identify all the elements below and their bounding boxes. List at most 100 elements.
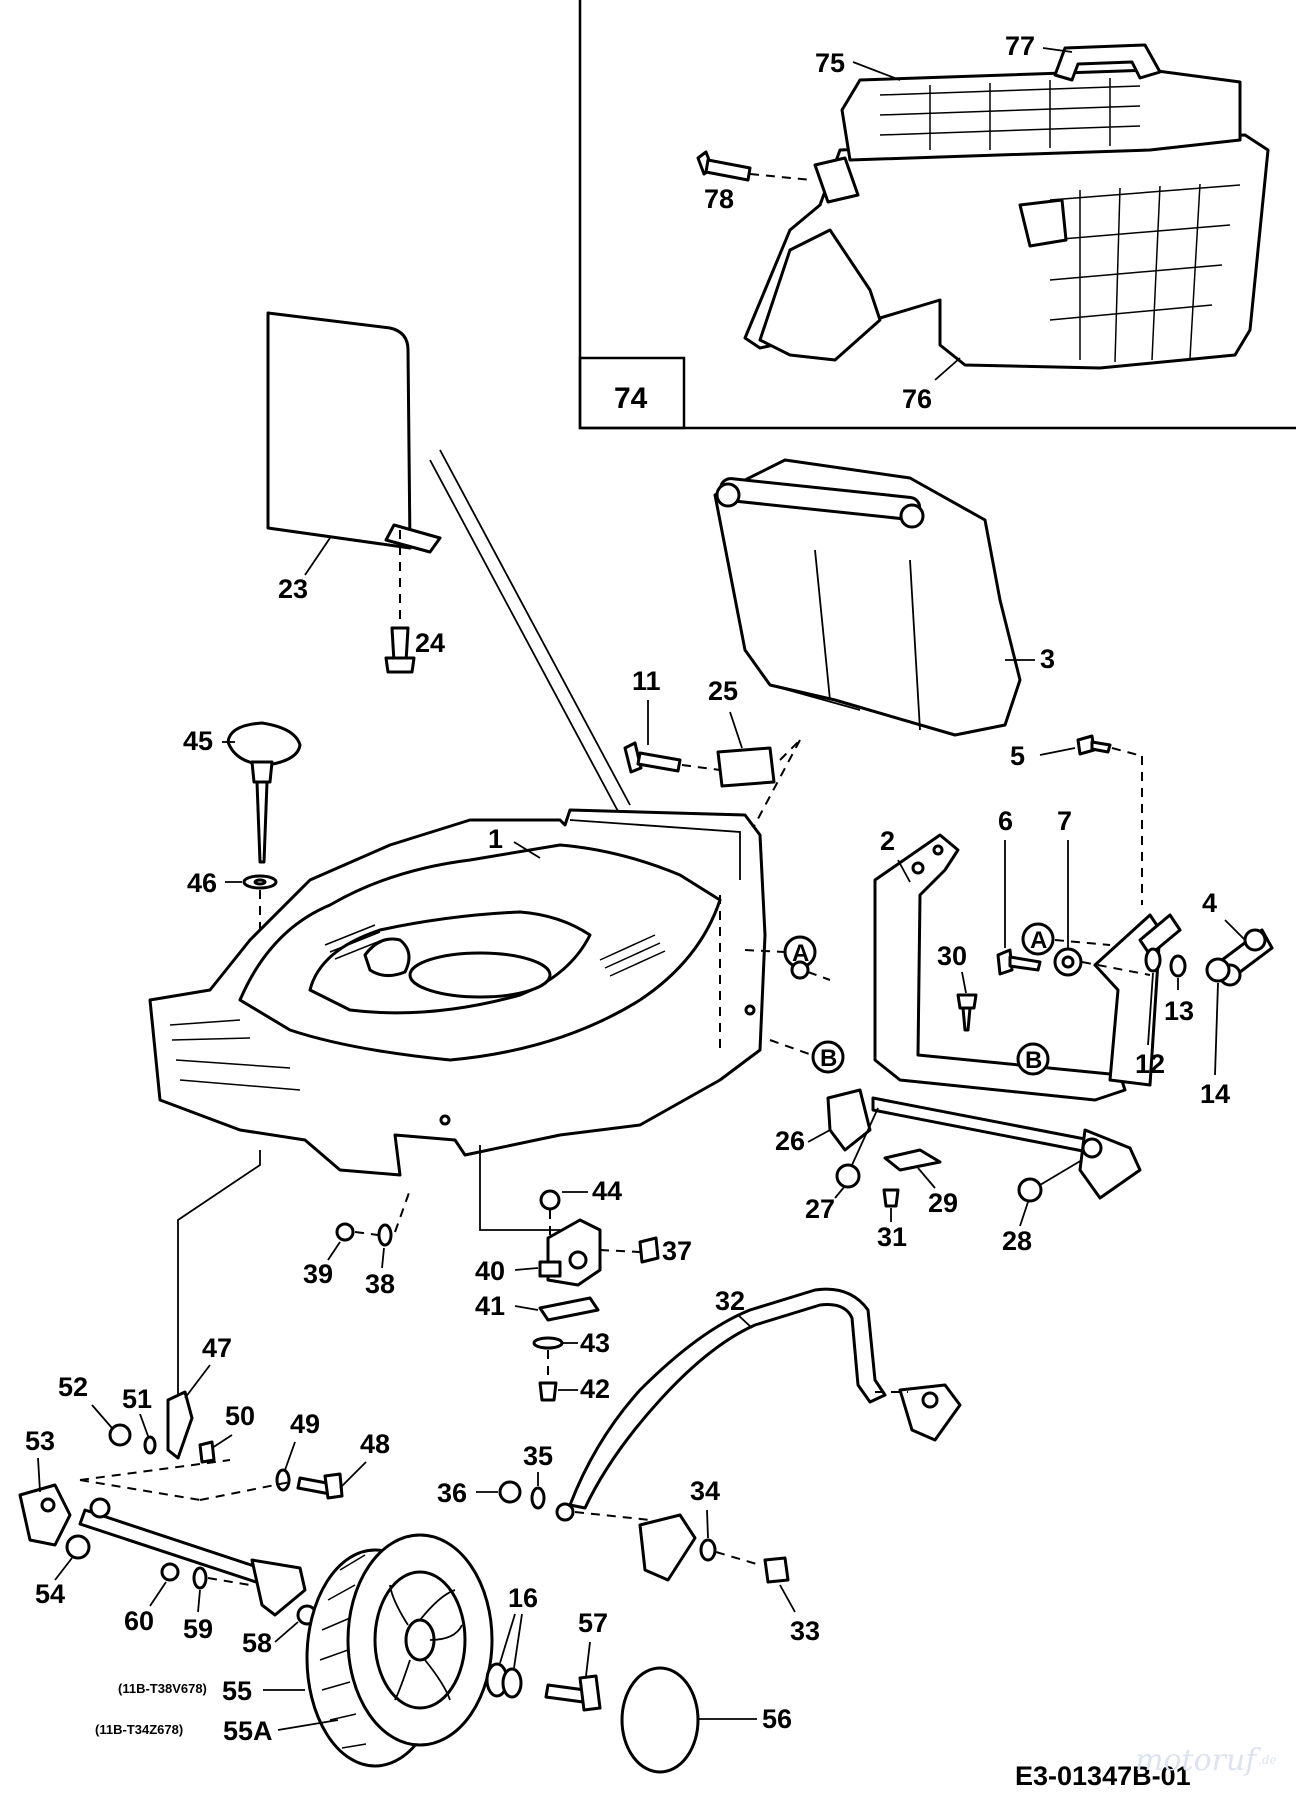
wheel-variant-55a: (11B-T34Z678) 55A — [95, 1716, 339, 1746]
part-12-washer — [1144, 947, 1162, 973]
svg-text:A: A — [792, 940, 809, 967]
callout-31: 31 — [877, 1222, 907, 1252]
svg-text:motoruf: motoruf — [1135, 1743, 1261, 1778]
callout-43: 43 — [580, 1328, 610, 1358]
handle-mount-plate — [638, 1513, 697, 1582]
wheel-variant-55-part: 55 — [222, 1676, 252, 1706]
callout-11: 11 — [632, 666, 661, 696]
catcher-handle — [1053, 43, 1162, 82]
callout-56: 56 — [762, 1704, 792, 1734]
deck-bolt — [790, 960, 831, 981]
callout-47: 47 — [202, 1333, 232, 1363]
connector-b-bracket: B — [1016, 1042, 1050, 1076]
wheel-variant-55-model: (11B-T38V678) — [118, 1681, 207, 1696]
callout-51: 51 — [122, 1384, 152, 1414]
part-28-nut — [1017, 1177, 1043, 1203]
callout-75: 75 — [815, 48, 845, 78]
callout-29: 29 — [928, 1188, 958, 1218]
rear-axle-assembly — [826, 1088, 1142, 1200]
part-49-washer — [275, 1468, 291, 1492]
part-24-screw — [384, 626, 416, 674]
part-6-screw — [996, 948, 1042, 976]
part-43-washer — [532, 1336, 564, 1350]
part-34-washer — [699, 1538, 717, 1562]
part-35-washer — [530, 1486, 546, 1510]
callout-46: 46 — [187, 868, 217, 898]
part-39-nut — [335, 1222, 355, 1242]
part-46-washer — [242, 874, 278, 890]
callout-3: 3 — [1040, 644, 1055, 674]
part-31-screw — [882, 1188, 900, 1208]
part-7-nut — [1053, 947, 1083, 977]
part-11-bolt — [623, 741, 682, 774]
callout-27: 27 — [805, 1194, 835, 1224]
part-54-nut — [65, 1534, 91, 1560]
callout-54: 54 — [35, 1579, 65, 1609]
callout-38: 38 — [365, 1269, 395, 1299]
callout-2: 2 — [880, 826, 895, 856]
callout-45: 45 — [183, 726, 213, 756]
part-44-nut — [539, 1189, 561, 1211]
part-78-bolt — [696, 150, 813, 182]
callout-36: 36 — [437, 1478, 467, 1508]
part-32-lower-handle — [568, 1287, 962, 1510]
part-30-screw — [956, 993, 978, 1032]
part-51-washer — [143, 1435, 157, 1455]
part-57-axle-bolt — [544, 1674, 602, 1712]
callout-32: 32 — [715, 1286, 745, 1316]
part-36-nut — [498, 1480, 522, 1504]
callout-50: 50 — [225, 1401, 255, 1431]
inset-label: 74 — [614, 382, 648, 415]
callout-48: 48 — [360, 1429, 390, 1459]
part-60-nut — [160, 1562, 180, 1582]
part-37-bolt — [638, 1236, 660, 1264]
callout-42: 42 — [580, 1374, 610, 1404]
watermark-logo: motoruf .de — [1135, 1743, 1277, 1778]
callout-59: 59 — [183, 1614, 213, 1644]
callout-4: 4 — [1202, 888, 1217, 918]
callout-26: 26 — [775, 1126, 805, 1156]
svg-text:B: B — [820, 1045, 837, 1072]
part-27-nut — [835, 1163, 861, 1189]
part-59-washer — [192, 1566, 208, 1590]
part-33-bolt — [763, 1556, 790, 1584]
part-1-mower-deck — [148, 808, 767, 1177]
connector-b-deck: B — [769, 1039, 845, 1074]
part-16-washers — [485, 1662, 523, 1699]
part-50-washer — [198, 1440, 216, 1464]
callout-40: 40 — [475, 1256, 505, 1286]
callout-60: 60 — [124, 1606, 154, 1636]
svg-text:A: A — [1030, 927, 1047, 954]
callout-76: 76 — [902, 384, 932, 414]
callout-12: 12 — [1135, 1049, 1165, 1079]
callout-41: 41 — [475, 1291, 505, 1321]
part-45-height-knob — [226, 721, 302, 864]
part-4-lever — [1138, 913, 1274, 987]
part-5-screw — [1076, 734, 1112, 756]
part-25-plate — [716, 746, 776, 788]
wheel-variant-55a-model: (11B-T34Z678) — [95, 1722, 183, 1737]
part-56-hubcap — [620, 1666, 700, 1774]
callout-35: 35 — [523, 1441, 553, 1471]
callout-52: 52 — [58, 1372, 88, 1402]
callout-16: 16 — [508, 1583, 538, 1613]
part-2-height-bracket — [873, 833, 1162, 1102]
part-38-washer — [377, 1223, 393, 1247]
part-41-clip — [538, 1296, 600, 1322]
part-3-rear-flap — [713, 458, 1022, 737]
callout-13: 13 — [1164, 996, 1194, 1026]
part-55-wheel — [305, 1533, 494, 1768]
connector-a-bracket: A — [1021, 922, 1111, 956]
callout-24: 24 — [415, 628, 445, 658]
part-13-washer — [1169, 954, 1187, 978]
callout-58: 58 — [242, 1628, 272, 1658]
callout-28: 28 — [1002, 1226, 1032, 1256]
part-42-screw — [538, 1381, 558, 1402]
callout-23: 23 — [278, 574, 308, 604]
callout-44: 44 — [592, 1176, 622, 1206]
callout-5: 5 — [1010, 741, 1025, 771]
svg-text:.de: .de — [1258, 1753, 1277, 1767]
part-14-nut — [1205, 957, 1231, 983]
callout-25: 25 — [708, 676, 738, 706]
callout-33: 33 — [790, 1616, 820, 1646]
